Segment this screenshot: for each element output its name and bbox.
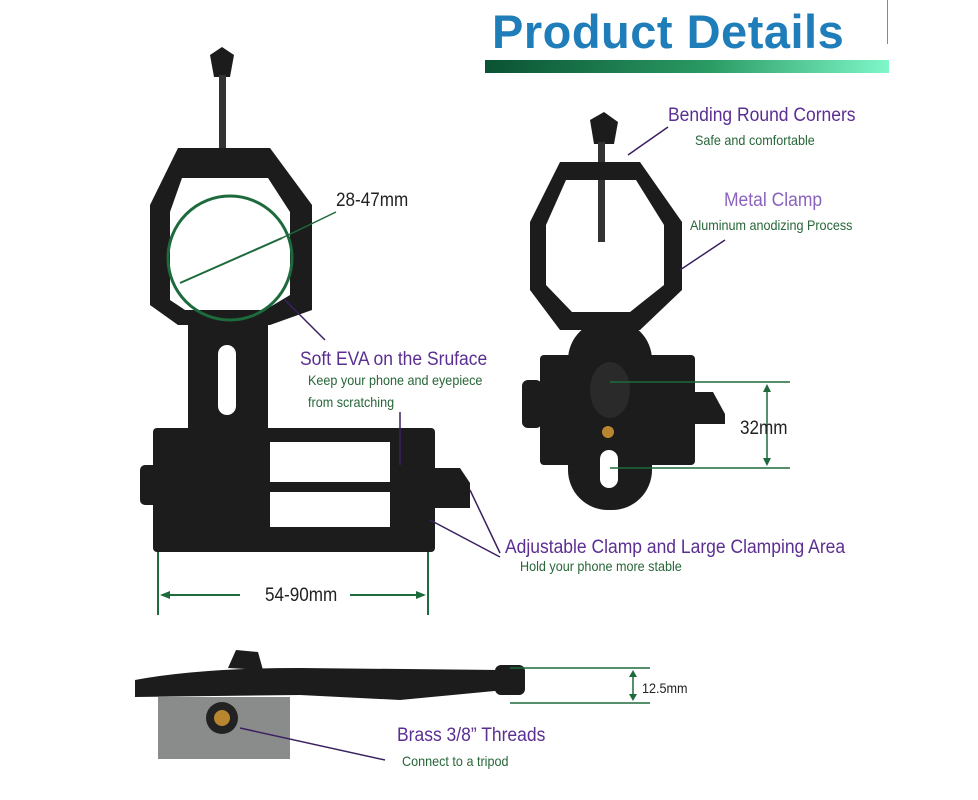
title-underline-bar [485,60,889,73]
threaded-screw [219,75,226,170]
page-title: Product Details [492,5,845,58]
brass-threads-title: Brass 3/8” Threads [397,725,546,746]
rear-view-adapter [522,112,725,510]
bending-corners-title: Bending Round Corners [668,105,856,126]
brass-threads-sub: Connect to a tripod [402,753,509,769]
eyepiece-range-label: 28-47mm [336,190,409,211]
thickness-dimension-label: 12.5mm [642,680,688,696]
soft-eva-line1: Keep your phone and eyepiece [308,372,483,388]
metal-clamp-title: Metal Clamp [724,190,823,211]
phone-range-label: 54-90mm [265,585,338,606]
hexagon-clamp-frame [530,162,682,330]
top-knob [210,47,234,77]
divider-line [887,0,888,44]
hexagon-clamp-frame [150,148,312,325]
clamp-plate [135,668,505,700]
locking-knob [590,362,630,418]
brass-thread [602,426,614,438]
adjustable-clamp-title: Adjustable Clamp and Large Clamping Area [505,537,846,558]
soft-eva-title: Soft EVA on the Sruface [300,349,488,370]
eyepiece-circle [166,194,294,322]
soft-eva-line2: from scratching [308,394,395,410]
adjustable-clamp-sub: Hold your phone more stable [520,558,682,574]
front-view-adapter [140,47,470,552]
bending-corners-sub: Safe and comfortable [695,132,815,148]
metal-clamp-sub: Aluminum anodizing Process [690,217,853,233]
brass-thread-socket [214,710,230,726]
top-knob [590,112,618,144]
height-dimension-label: 32mm [740,418,788,439]
top-view-adapter [135,650,525,700]
